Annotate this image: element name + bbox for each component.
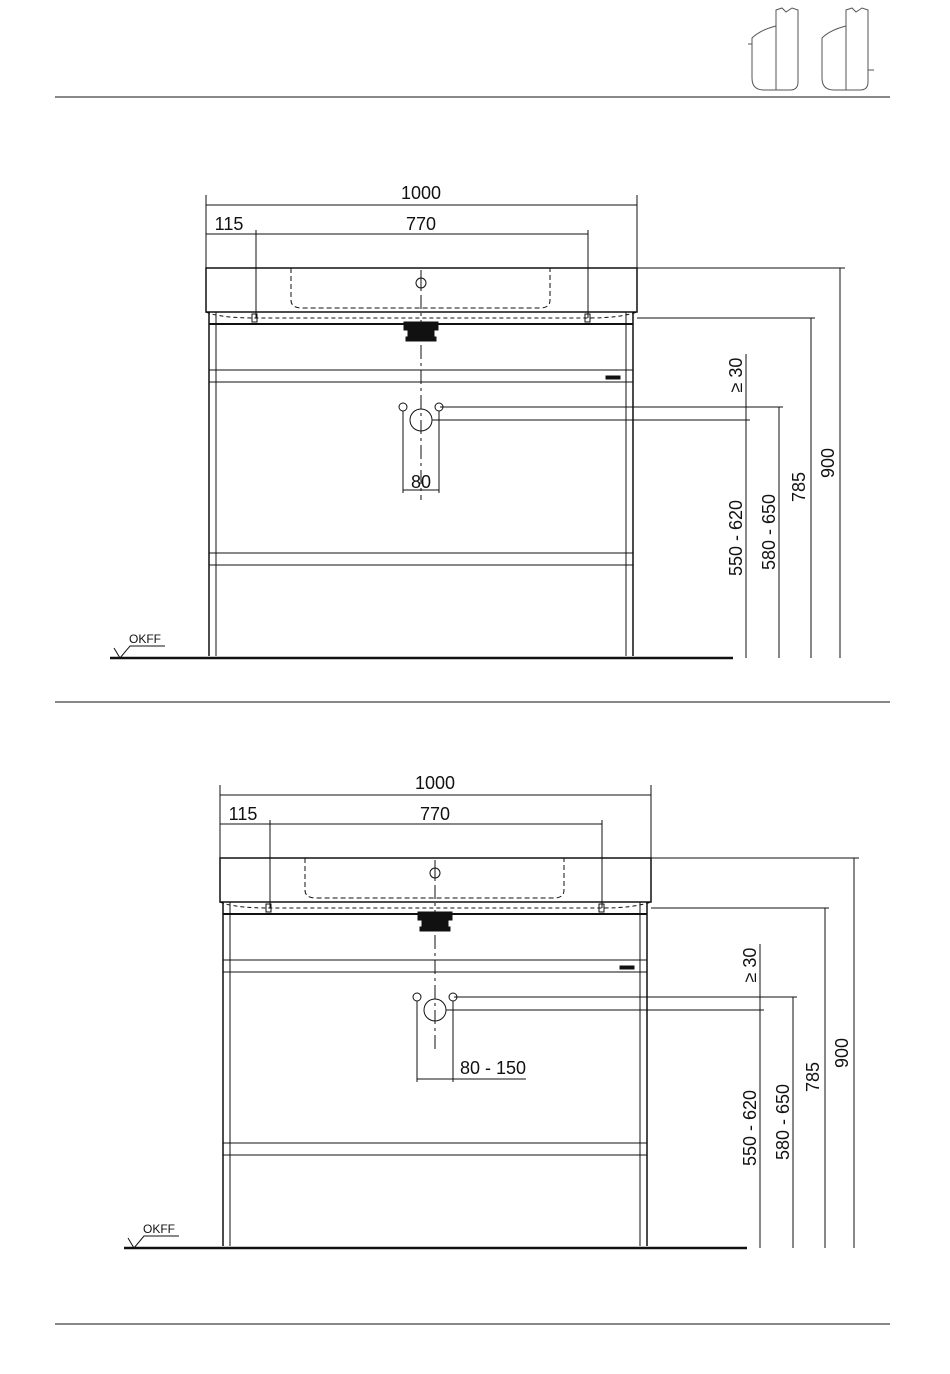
washbasin-side-icon [822,8,874,90]
height-mid-label: 785 [803,1062,823,1092]
height-total-label: 900 [832,1038,852,1068]
drawing-1-labels: 1000 115 770 80 ≥ 30 550 - 620 580 - 650… [129,183,838,646]
clearance-label: ≥ 30 [726,358,746,393]
overall-width-label: 1000 [415,773,455,793]
height-mid-label: 785 [789,472,809,502]
height-range-a-label: 550 - 620 [726,500,746,576]
left-offset-label: 115 [215,214,244,234]
waste-spacing-label: 80 - 150 [460,1058,526,1078]
drawing-1 [110,195,845,658]
height-range-a-label: 550 - 620 [740,1090,760,1166]
waste-spacing-label: 80 [411,472,431,492]
tap-spacing-label: 770 [420,804,450,824]
height-range-b-label: 580 - 650 [759,494,779,570]
left-offset-label: 115 [229,804,258,824]
floor-label: OKFF [129,632,161,646]
tap-spacing-label: 770 [406,214,436,234]
height-total-label: 900 [818,448,838,478]
drawing-2-labels: 1000 115 770 80 - 150 ≥ 30 550 - 620 580… [143,773,852,1236]
clearance-label: ≥ 30 [740,948,760,983]
drawing-2 [124,785,859,1248]
floor-label: OKFF [143,1222,175,1236]
overall-width-label: 1000 [401,183,441,203]
wall-hung-washbasin-icon [748,8,798,90]
height-range-b-label: 580 - 650 [773,1084,793,1160]
